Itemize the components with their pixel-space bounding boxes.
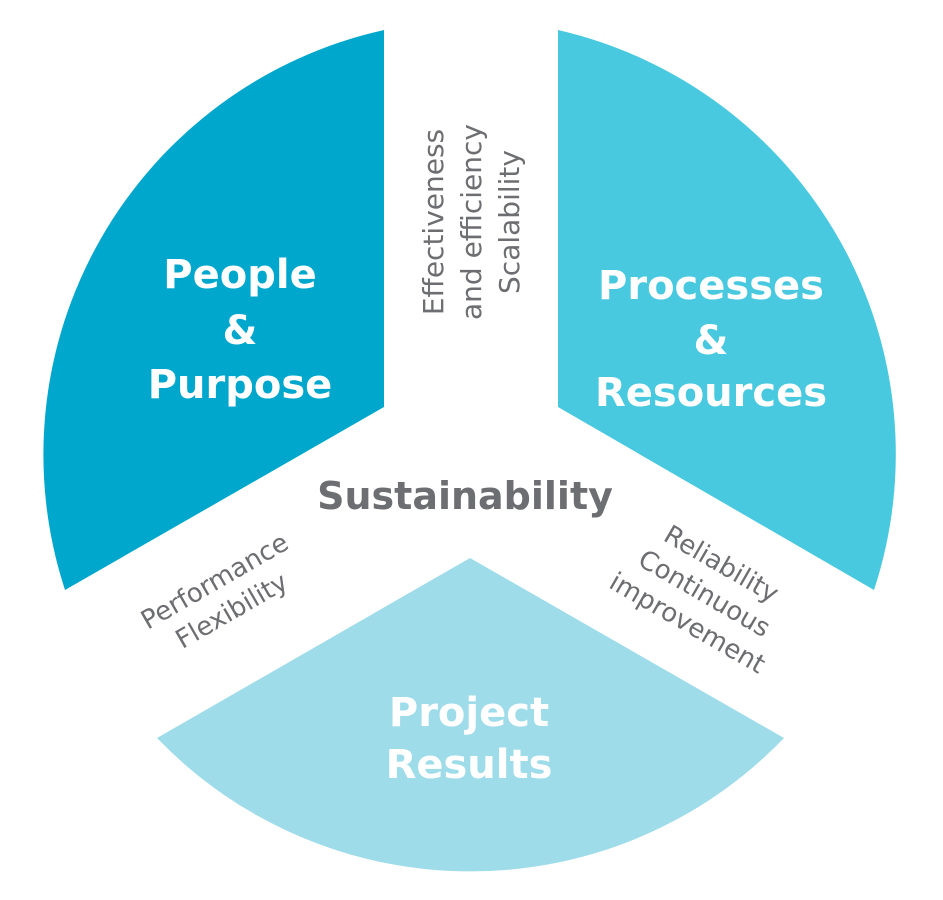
sector-processes-resources [558,30,896,590]
gap-top-line3: Scalability [493,150,526,294]
processes-label-line2: & [694,318,729,364]
results-label-line2: Results [386,742,553,788]
gap-top-labels: Effectiveness and efficiency Scalability [417,124,526,320]
sector-people-purpose [43,30,384,590]
gap-top-line1: Effectiveness [417,129,450,315]
processes-label-line1: Processes [598,263,824,309]
gap-top-line2: and efficiency [455,124,488,320]
center-label: Sustainability [317,474,613,518]
people-label-line3: Purpose [148,362,333,408]
people-label-line1: People [163,252,316,298]
gap-left-labels: Performance Flexibility [136,528,294,656]
processes-label-line3: Resources [595,370,827,416]
results-label-line1: Project [389,690,549,736]
sector-project-results [157,558,784,872]
people-label-line2: & [223,308,258,354]
